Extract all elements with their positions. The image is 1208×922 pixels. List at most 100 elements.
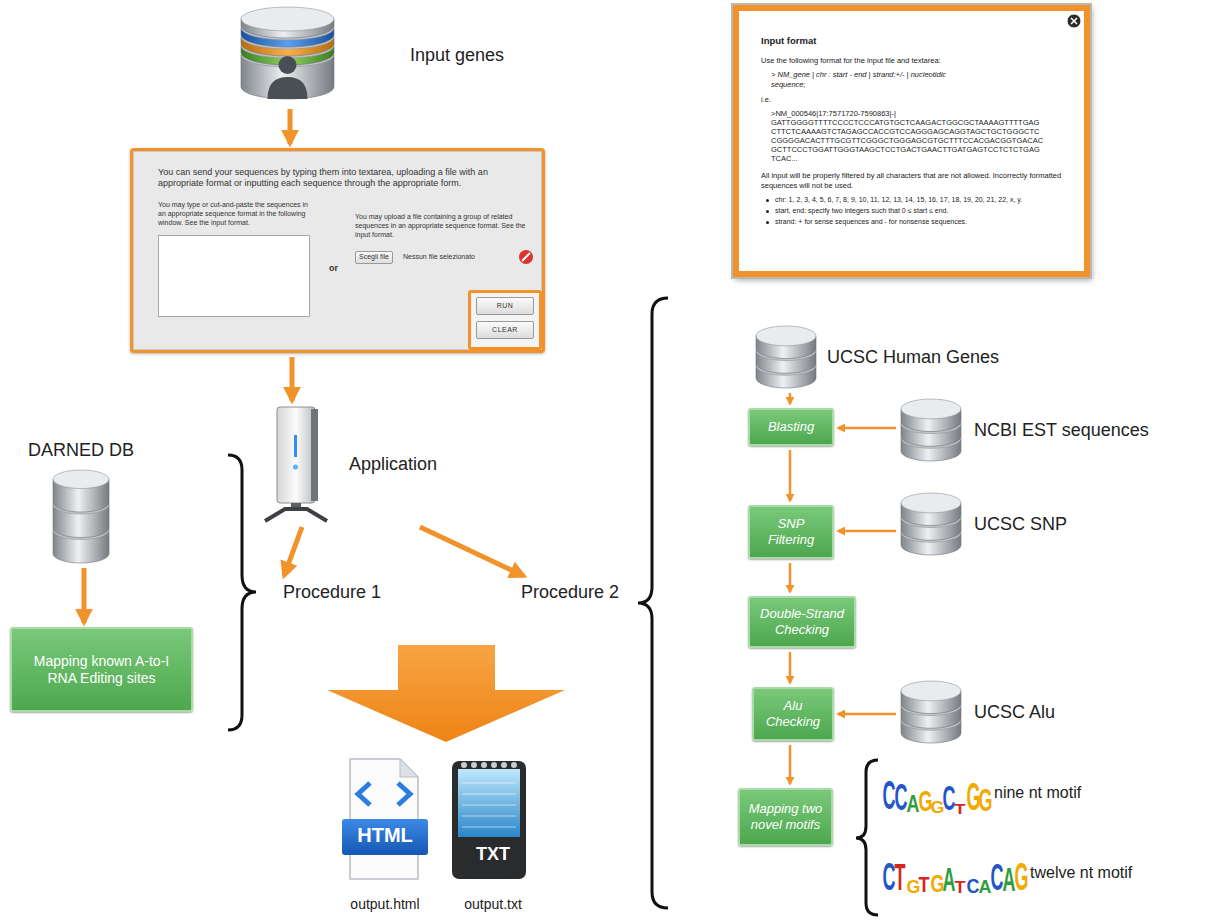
- logo-letter: A: [906, 792, 913, 816]
- database: DARNED DB: [28, 440, 134, 564]
- logo-letter: C: [990, 860, 997, 896]
- clear-button: CLEAR: [476, 321, 534, 339]
- procedure-label: Procedure 2: [518, 580, 622, 605]
- label: UCSC Human Genes: [827, 347, 999, 368]
- flow-arrow: [838, 530, 896, 533]
- label: start, end: specify two integers such th…: [761, 207, 1066, 216]
- label: or: [329, 263, 338, 274]
- label: output.txt: [452, 896, 534, 912]
- flow-arrow: [420, 527, 524, 576]
- label: Procedure 1: [283, 582, 381, 603]
- label: You may upload a file containing a group…: [355, 213, 535, 239]
- logo-letter: C: [942, 782, 949, 817]
- flow-arrow: [284, 527, 302, 576]
- logo-letter: T: [954, 880, 961, 897]
- process-label: Alu Checking: [761, 698, 825, 729]
- logo-letter: A: [942, 863, 949, 896]
- logo-letter: G: [930, 800, 937, 817]
- process-label: Mapping two novel motifs: [747, 801, 824, 832]
- process-box: SNP Filtering: [748, 505, 834, 559]
- label: strand: + for sense sequences and - for …: [761, 218, 1066, 227]
- flow-arrow: [789, 652, 792, 683]
- input-format-popup: Input formatUse the following format for…: [733, 5, 1090, 277]
- logo-letter: G: [978, 785, 985, 817]
- reset-icon: [518, 249, 534, 265]
- flow-arrow: [789, 745, 792, 784]
- label: >NM_000546|17:7571720-7590863|-| GATTGGG…: [761, 109, 1056, 163]
- label: Input genes: [410, 45, 504, 66]
- motif-logo: CCAGGCTGG nine nt motif: [880, 770, 1081, 816]
- flow-arrow: [838, 427, 896, 430]
- logo-letter: C: [966, 875, 973, 896]
- label: You can send your sequences by typing th…: [158, 167, 528, 190]
- sequence-logo: CTGTGATCACAG: [880, 850, 1024, 896]
- icon: [900, 492, 962, 556]
- label: Application: [349, 454, 437, 475]
- icon: [255, 405, 335, 523]
- process-box: Mapping known A-to-I RNA Editing sites: [10, 627, 193, 712]
- logo-letter: G: [1014, 857, 1021, 896]
- label: TXT: [452, 844, 534, 865]
- procedure-label: Procedure 1: [280, 580, 384, 605]
- label: UCSC Alu: [974, 702, 1055, 723]
- label: NCBI EST sequences: [974, 420, 1149, 441]
- bullet: [766, 210, 769, 213]
- icon: [900, 680, 962, 744]
- textarea: [158, 235, 310, 317]
- icon: [235, 5, 340, 105]
- process-box: Mapping two novel motifs: [738, 788, 833, 846]
- logo-letter: C: [894, 779, 901, 817]
- logo-letter: G: [918, 786, 925, 816]
- motif-brace: [856, 760, 878, 915]
- label: RUN: [497, 302, 514, 311]
- database: UCSC SNP: [900, 492, 1067, 556]
- motif-logo: CTGTGATCACAGtwelve nt motif: [880, 850, 1132, 896]
- logo-letter: G: [966, 777, 973, 816]
- label: Input format: [761, 35, 1066, 47]
- label: Nessun file selezionato: [401, 252, 477, 263]
- logo-letter: G: [930, 872, 937, 896]
- label: > NM_gene | chr : start - end | strand:+…: [761, 70, 961, 89]
- label: output.html: [340, 896, 430, 912]
- process-box: Blasting: [748, 408, 834, 446]
- application-server: Application: [255, 405, 437, 523]
- flow-arrow: [288, 109, 293, 144]
- bullet: [766, 221, 769, 224]
- process-box: Double-Strand Checking: [748, 596, 856, 648]
- process-label: Double-Strand Checking: [757, 606, 847, 637]
- database: UCSC Human Genes: [755, 325, 999, 389]
- logo-letter: C: [882, 776, 889, 817]
- icon: [52, 469, 110, 564]
- bullet: [766, 199, 769, 202]
- label: HTML: [340, 824, 430, 847]
- sequence-logo: CCAGGCTGG: [880, 770, 988, 816]
- label: UCSC SNP: [974, 514, 1067, 535]
- logo-letter: A: [1002, 863, 1009, 896]
- process-label: Blasting: [768, 419, 814, 435]
- label: DARNED DB: [28, 440, 134, 461]
- run-button: RUN: [476, 297, 534, 315]
- label: nine nt motif: [994, 784, 1081, 802]
- logo-letter: T: [894, 860, 901, 896]
- label: Procedure 2: [521, 582, 619, 603]
- file-icon: [340, 757, 430, 881]
- logo-letter: T: [918, 874, 925, 897]
- right-brace: [638, 298, 668, 908]
- icon: [900, 398, 962, 462]
- flow-arrow: [290, 357, 295, 401]
- process-label: Mapping known A-to-I RNA Editing sites: [19, 653, 184, 687]
- label: All input will be properly filtered by a…: [761, 171, 1066, 190]
- input-form-screenshot: You can send your sequences by typing th…: [130, 148, 545, 353]
- flow-arrow: [789, 393, 792, 404]
- process-box: Alu Checking: [752, 687, 834, 741]
- flow-arrow: [838, 713, 896, 716]
- process-label: SNP Filtering: [757, 516, 825, 547]
- label: Use the following format for the input f…: [761, 56, 1066, 65]
- label: CLEAR: [492, 326, 518, 335]
- close-icon: [1066, 13, 1082, 29]
- logo-letter: A: [978, 878, 985, 896]
- logo-letter: G: [906, 878, 913, 896]
- flow-arrow: [789, 563, 792, 592]
- database: UCSC Alu: [900, 680, 1055, 744]
